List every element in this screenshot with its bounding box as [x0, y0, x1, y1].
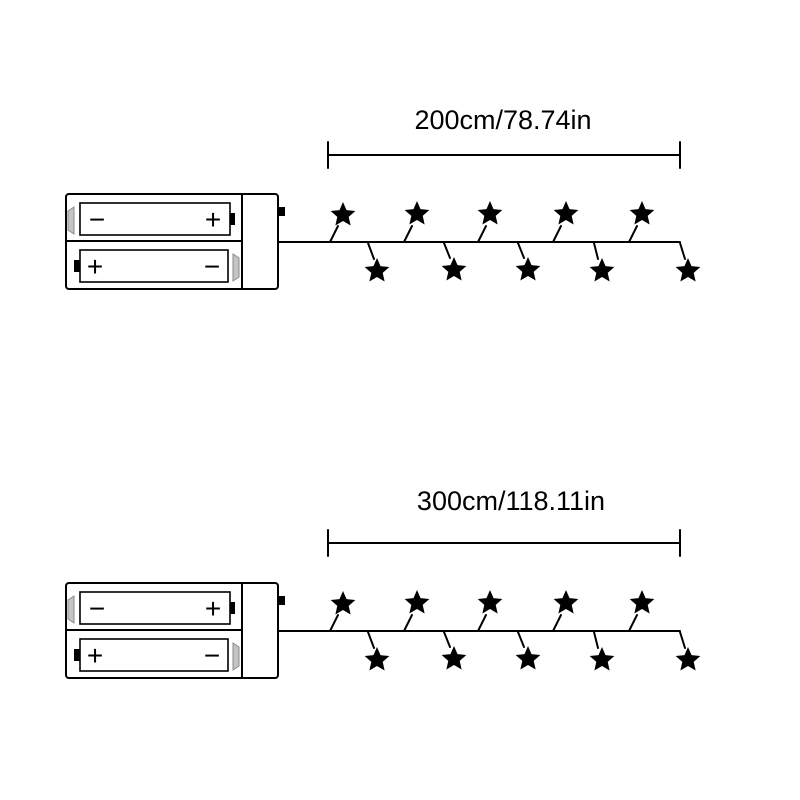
star-lead	[679, 242, 686, 260]
battery-right-sign: −	[204, 640, 220, 671]
star-icon	[404, 590, 430, 614]
star-lead	[443, 631, 451, 648]
star-icon	[629, 201, 655, 225]
star-icon	[404, 201, 430, 225]
star-lead	[367, 242, 375, 260]
star-icon	[589, 647, 615, 671]
dimension-line	[327, 141, 681, 169]
battery-2: + −	[74, 249, 240, 283]
star-icon	[515, 257, 541, 281]
star-icon	[330, 591, 356, 615]
battery-icon	[79, 249, 229, 283]
star-lead	[367, 631, 375, 649]
battery-spring-icon	[67, 206, 75, 235]
battery-terminal	[230, 213, 235, 225]
battery-left-sign: −	[89, 204, 105, 235]
star-icon	[675, 258, 701, 282]
star-icon	[364, 258, 390, 282]
star-icon	[589, 258, 615, 282]
battery-spring-icon	[232, 253, 240, 282]
star-lead	[628, 614, 638, 632]
star-lead	[552, 614, 562, 632]
battery-spring-icon	[67, 595, 75, 624]
star-lead	[477, 225, 487, 243]
star-icon	[553, 590, 579, 614]
string-light-200cm: 200cm/78.74in − + + −	[65, 105, 701, 290]
battery-spring-icon	[232, 642, 240, 671]
star-icon	[477, 590, 503, 614]
star-lead	[443, 242, 451, 259]
star-lead	[517, 631, 525, 648]
star-lead	[593, 631, 599, 649]
star-lead	[552, 225, 562, 243]
star-lead	[593, 242, 599, 260]
battery-terminal	[230, 602, 235, 614]
battery-right-sign: +	[205, 204, 221, 235]
star-icon	[515, 646, 541, 670]
length-label: 200cm/78.74in	[414, 105, 591, 135]
star-icon	[629, 590, 655, 614]
battery-right-sign: −	[204, 251, 220, 282]
battery-box: − + + −	[65, 582, 285, 679]
star-icon	[441, 646, 467, 670]
battery-1: − +	[67, 202, 235, 236]
switch-button	[279, 207, 285, 216]
star-icon	[364, 647, 390, 671]
star-icon	[441, 257, 467, 281]
dimension-line	[327, 529, 681, 557]
star-lead	[477, 614, 487, 632]
switch-button	[279, 596, 285, 605]
star-lead	[679, 631, 686, 649]
battery-icon	[79, 638, 229, 672]
battery-terminal	[74, 649, 80, 661]
star-lead	[517, 242, 525, 259]
star-icon	[553, 201, 579, 225]
battery-right-sign: +	[205, 593, 221, 624]
battery-1: − +	[67, 591, 235, 625]
star-lead	[403, 614, 413, 632]
star-bulbs	[329, 590, 701, 671]
star-bulbs	[329, 201, 701, 282]
star-icon	[675, 647, 701, 671]
battery-terminal	[74, 260, 80, 272]
star-lead	[403, 225, 413, 243]
star-lead	[628, 225, 638, 243]
star-icon	[330, 202, 356, 226]
length-label: 300cm/118.11in	[417, 486, 605, 516]
battery-2: + −	[74, 638, 240, 672]
battery-left-sign: +	[87, 640, 103, 671]
star-icon	[477, 201, 503, 225]
battery-left-sign: −	[89, 593, 105, 624]
star-lead	[329, 225, 339, 243]
string-light-300cm: 300cm/118.11in − + + −	[65, 486, 701, 679]
battery-box: − + + −	[65, 193, 285, 290]
battery-left-sign: +	[87, 251, 103, 282]
star-lead	[329, 614, 339, 632]
